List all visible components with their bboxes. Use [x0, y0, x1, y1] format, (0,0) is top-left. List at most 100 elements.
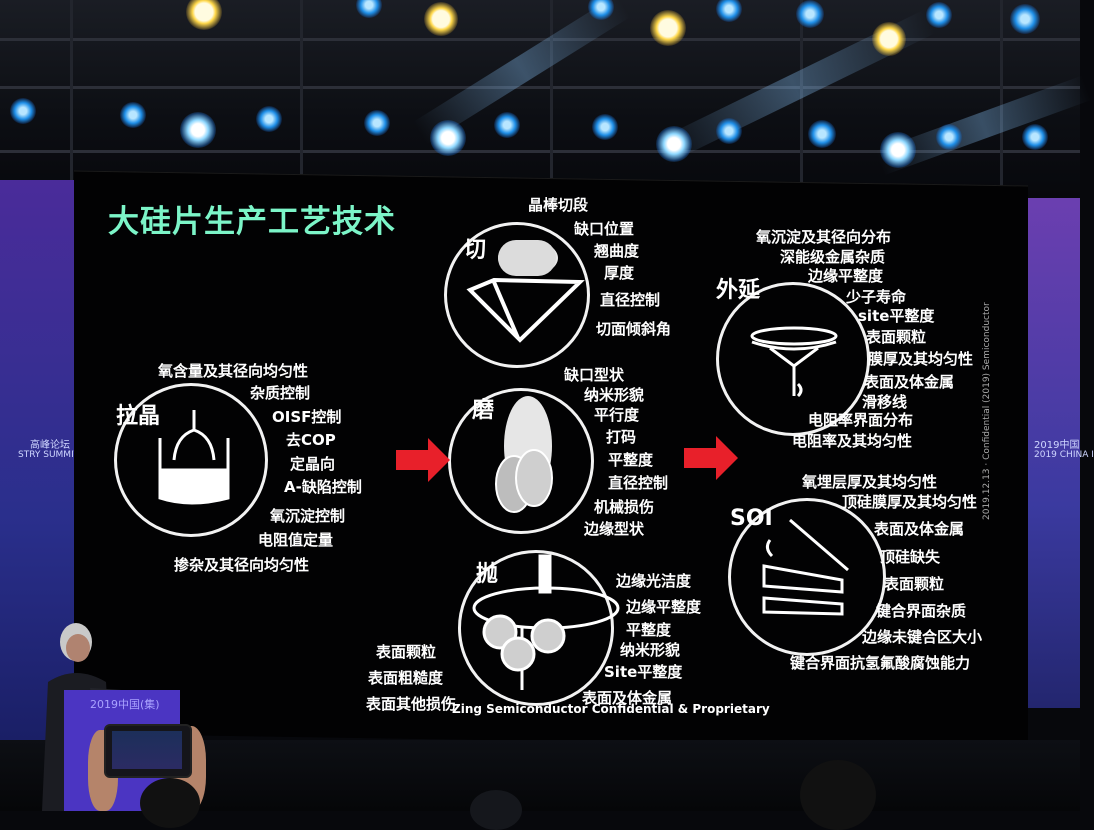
- polish-icon: [472, 554, 620, 690]
- epi-item: 氧沉淀及其径向分布: [756, 228, 892, 246]
- truss-post: [800, 0, 803, 190]
- truss-post: [300, 0, 303, 190]
- cut-item: 切面倾斜角: [596, 320, 672, 338]
- stage-light: [926, 2, 952, 28]
- epi-item: 滑移线: [862, 393, 908, 411]
- polish-item: 表面其他损伤: [366, 695, 457, 713]
- soi-item: 表面颗粒: [884, 575, 945, 593]
- stage-light: [186, 0, 222, 30]
- crucible-icon: [158, 410, 230, 505]
- stage-light: [656, 126, 692, 162]
- epi-item: site平整度: [858, 307, 935, 325]
- polish-item: Site平整度: [604, 663, 683, 681]
- cut-circle: [444, 222, 590, 368]
- right-screen-text: 2019中国: [1034, 440, 1080, 451]
- process-illustrations: [158, 240, 849, 690]
- stage-light: [430, 120, 466, 156]
- audience-head: [470, 790, 522, 830]
- soi-label: SOI: [730, 506, 773, 531]
- grind-item: 边缘型状: [584, 520, 645, 538]
- stage-light: [796, 0, 824, 28]
- stage-light: [180, 112, 216, 148]
- cut-item: 缺口位置: [574, 220, 635, 238]
- stage-light: [1022, 124, 1048, 150]
- grind-item: 机械损伤: [594, 498, 655, 516]
- soi-item: 键合界面抗氢氟酸腐蚀能力: [790, 654, 971, 672]
- stage-light: [10, 98, 36, 124]
- epi-item: 表面及体金属: [864, 373, 955, 391]
- soi-item: 边缘未键合区大小: [862, 628, 983, 646]
- left-screen-text: STRY SUMMIT: [18, 450, 80, 460]
- cut-label: 切: [464, 238, 487, 263]
- soi-item: 表面及体金属: [874, 520, 965, 538]
- stage-light: [592, 114, 618, 140]
- polish-item: 边缘光洁度: [616, 572, 692, 590]
- pull-item: A-缺陷控制: [284, 478, 362, 496]
- pull-circle: [114, 383, 268, 537]
- grind-icon: [495, 396, 553, 513]
- grind-item: 纳米形貌: [584, 386, 645, 404]
- epi-item: 深能级金属杂质: [780, 248, 886, 266]
- epitaxy-icon: [750, 326, 838, 398]
- polish-label: 抛: [476, 562, 499, 587]
- epi-item: 边缘平整度: [808, 267, 884, 285]
- truss-beam: [0, 38, 1080, 41]
- vertical-note: 2019.12.13 · Confidential (2019) Semicon…: [982, 302, 992, 520]
- left-screen-text: 高峰论坛: [30, 440, 70, 451]
- stage-light: [650, 10, 686, 46]
- grind-circle: [448, 388, 594, 534]
- polish-item: 表面及体金属: [582, 689, 673, 707]
- cut-item: 厚度: [604, 264, 635, 282]
- stage-light: [364, 110, 390, 136]
- truss-beam: [0, 86, 1080, 89]
- grind-label: 磨: [472, 398, 495, 423]
- soi-item: 顶硅缺失: [880, 548, 941, 566]
- stage-light: [716, 118, 742, 144]
- stage-light: [1010, 4, 1040, 34]
- stage-light: [808, 120, 836, 148]
- stage-light: [424, 2, 458, 36]
- slide-footer: Zing Semiconductor Confidential & Propri…: [452, 702, 770, 716]
- stage-light: [256, 106, 282, 132]
- stage-light: [120, 102, 146, 128]
- podium-text: 2019中国(集): [90, 698, 160, 711]
- arrow-right-icon: [684, 436, 738, 480]
- stage-light: [356, 0, 382, 18]
- audience-head: [140, 778, 200, 828]
- cut-item: 晶棒切段: [528, 196, 589, 214]
- truss-post: [1000, 0, 1003, 190]
- pull-item: 氧沉淀控制: [270, 507, 346, 525]
- soi-icon: [762, 518, 849, 616]
- arrow-right-icon: [396, 438, 450, 482]
- stage-light: [880, 132, 916, 168]
- soi-item: 氧埋层厚及其均匀性: [802, 473, 938, 491]
- truss-post: [550, 0, 553, 190]
- pull-item: 杂质控制: [250, 384, 311, 402]
- polish-item: 表面粗糙度: [368, 669, 444, 687]
- soi-item: 键合界面杂质: [876, 602, 967, 620]
- soi-item: 顶硅膜厚及其均匀性: [842, 493, 978, 511]
- pull-item: 电阻值定量: [258, 531, 334, 549]
- epi-item: 少子寿命: [846, 288, 907, 306]
- phone-screen: [112, 731, 182, 769]
- epi-item: 膜厚及其均匀性: [868, 350, 974, 368]
- truss-post: [70, 0, 73, 190]
- soi-circle: [728, 498, 886, 656]
- polish-item: 边缘平整度: [626, 598, 702, 616]
- grind-item: 缺口型状: [564, 366, 625, 384]
- pull-item: 氧含量及其径向均匀性: [158, 362, 309, 380]
- ingot-cut-icon: [466, 240, 585, 343]
- cut-item: 直径控制: [600, 291, 661, 309]
- audience-head: [800, 760, 876, 830]
- stage-light: [588, 0, 614, 20]
- polish-item: 表面颗粒: [376, 643, 437, 661]
- grind-item: 直径控制: [608, 474, 669, 492]
- audience-phone: [104, 724, 192, 778]
- stage-light: [716, 0, 742, 22]
- stage-light: [872, 22, 906, 56]
- epi-circle: [716, 282, 870, 436]
- pull-item: 掺杂及其径向均匀性: [174, 556, 310, 574]
- cut-item: 翘曲度: [594, 242, 640, 260]
- stage-light: [936, 124, 962, 150]
- pull-item: 定晶向: [290, 455, 336, 473]
